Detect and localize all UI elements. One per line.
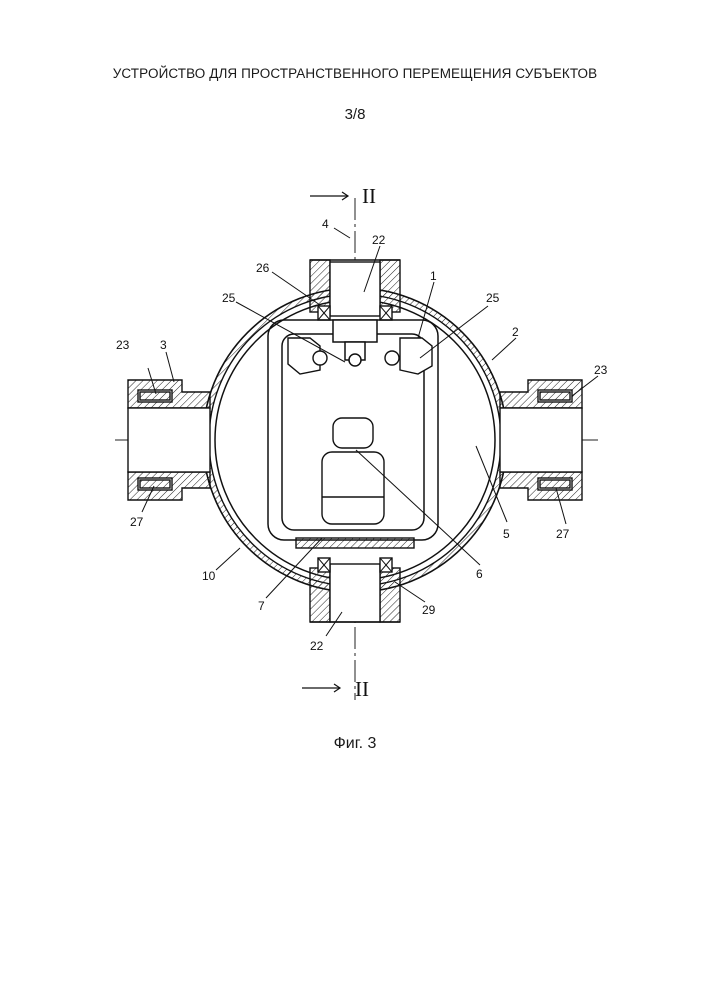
label-1: 1 (430, 269, 437, 283)
label-27-right: 27 (556, 527, 570, 541)
left-side-port (128, 380, 210, 500)
label-23-right: 23 (594, 363, 608, 377)
section-marker-top (310, 192, 348, 200)
label-10: 10 (202, 569, 216, 583)
label-26: 26 (256, 261, 270, 275)
label-6: 6 (476, 567, 483, 581)
label-5: 5 (503, 527, 510, 541)
label-23-left: 23 (116, 338, 130, 352)
section-marker-bottom (302, 684, 340, 692)
label-29: 29 (422, 603, 436, 617)
right-side-port (500, 380, 582, 500)
label-25-left: 25 (222, 291, 236, 305)
label-4: 4 (322, 217, 329, 231)
label-22-top: 22 (372, 233, 386, 247)
figure-caption: Фиг. 3 (0, 735, 710, 753)
label-7: 7 (258, 599, 265, 613)
section-label-bottom: II (355, 677, 369, 701)
label-27-left: 27 (130, 515, 144, 529)
label-25-right: 25 (486, 291, 500, 305)
label-3: 3 (160, 338, 167, 352)
top-axle-housing (310, 260, 400, 320)
label-2: 2 (512, 325, 519, 339)
section-label-top: II (362, 184, 376, 208)
label-22-bottom: 22 (310, 639, 324, 653)
